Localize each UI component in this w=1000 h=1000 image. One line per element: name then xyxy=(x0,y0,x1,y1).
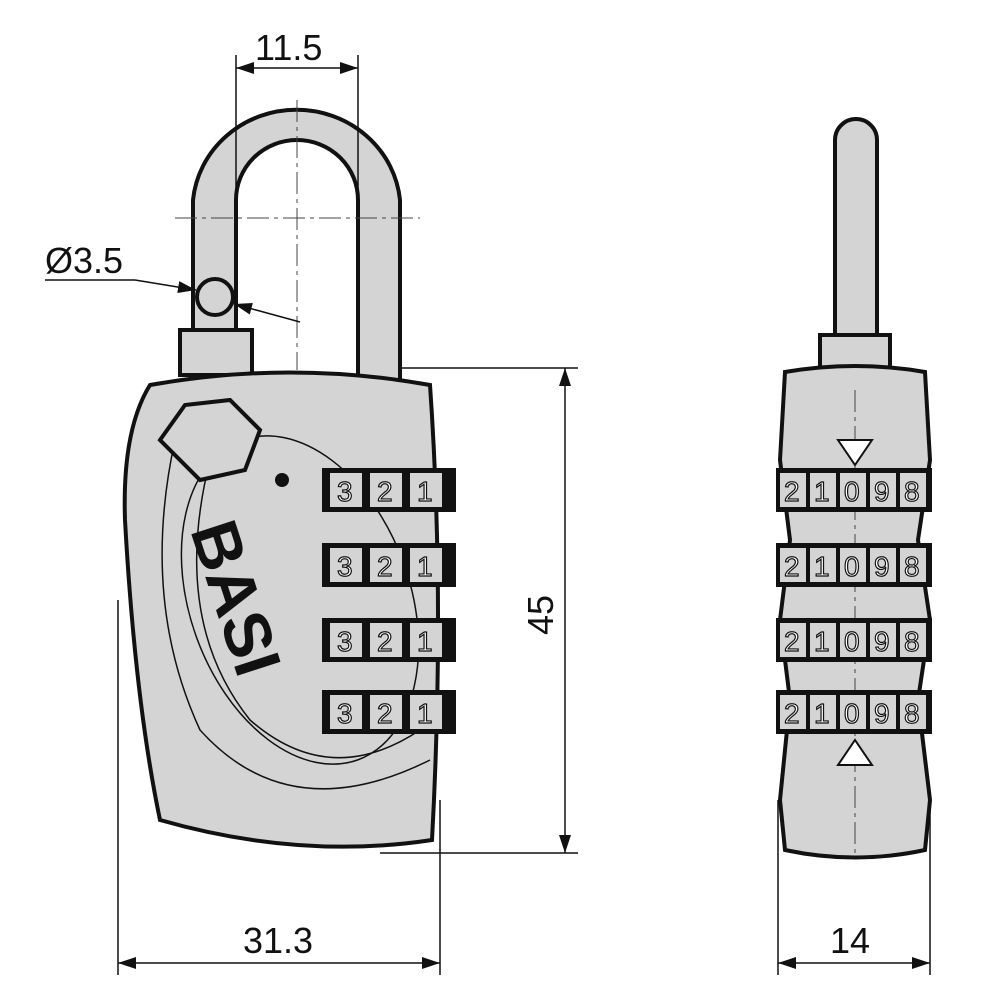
dial-digit: 9 xyxy=(874,698,890,729)
dial-window xyxy=(900,548,926,582)
dial-digit: 2 xyxy=(377,476,393,507)
dial-digit: 2 xyxy=(784,476,800,507)
shackle-collar xyxy=(178,328,254,377)
dial-digit: 3 xyxy=(337,476,353,507)
dial-window xyxy=(870,623,896,657)
dial-window xyxy=(840,548,866,582)
dial-digit: 1 xyxy=(814,626,830,657)
dial-digit: 8 xyxy=(904,698,920,729)
dial-window xyxy=(370,548,402,582)
dial-digit: 1 xyxy=(814,698,830,729)
dial-window xyxy=(900,623,926,657)
dial-window xyxy=(780,548,806,582)
dial-window xyxy=(410,473,442,507)
dim-width: 31.3 xyxy=(243,920,313,961)
dial-window xyxy=(900,695,926,729)
dial-window xyxy=(840,623,866,657)
shackle-end xyxy=(195,277,235,317)
dial-digit: 8 xyxy=(904,476,920,507)
dim-depth: 14 xyxy=(830,920,870,961)
dial-window xyxy=(780,623,806,657)
dial-digit: 0 xyxy=(844,551,860,582)
dial-window xyxy=(900,473,926,507)
dimensions: 11.5 Ø3.5 45 31.3 14 xyxy=(45,27,931,975)
dial-digit: 2 xyxy=(377,698,393,729)
dial-window xyxy=(330,623,362,657)
dial-window xyxy=(870,695,896,729)
dial-window xyxy=(410,623,442,657)
dial-digit: 1 xyxy=(417,476,433,507)
dial-window xyxy=(370,623,402,657)
shackle xyxy=(191,107,402,382)
dial-digit: 1 xyxy=(814,551,830,582)
dial-digit: 1 xyxy=(417,551,433,582)
dial-digit: 1 xyxy=(814,476,830,507)
dim-shackle-diameter: Ø3.5 xyxy=(45,240,123,281)
dial-digit: 0 xyxy=(844,698,860,729)
dial-window xyxy=(840,695,866,729)
dial-digit: 1 xyxy=(417,626,433,657)
dial-digit: 2 xyxy=(784,551,800,582)
dial-window xyxy=(810,473,836,507)
dial-window xyxy=(810,623,836,657)
dial-window xyxy=(840,473,866,507)
dial-window xyxy=(330,695,362,729)
dim-height: 45 xyxy=(520,595,561,635)
dial-window xyxy=(870,548,896,582)
dial-digit: 2 xyxy=(784,626,800,657)
dial-digit: 9 xyxy=(874,626,890,657)
dial-digit: 3 xyxy=(337,551,353,582)
dial-window xyxy=(780,695,806,729)
dial-digit: 8 xyxy=(904,626,920,657)
dial-window xyxy=(410,695,442,729)
dial-digit: 8 xyxy=(904,551,920,582)
dial-digit: 2 xyxy=(377,551,393,582)
dial-digit: 9 xyxy=(874,551,890,582)
dial-window xyxy=(370,695,402,729)
dial-digit: 9 xyxy=(874,476,890,507)
dial-digit: 2 xyxy=(377,626,393,657)
dial-window xyxy=(330,473,362,507)
dial-window xyxy=(870,473,896,507)
dial-window xyxy=(370,473,402,507)
dial-digit: 0 xyxy=(844,476,860,507)
dial-window xyxy=(810,548,836,582)
dim-shackle-spacing: 11.5 xyxy=(255,27,322,68)
dial-digit: 3 xyxy=(337,626,353,657)
dial-window xyxy=(330,548,362,582)
hexagon-logo-icon xyxy=(157,397,263,483)
dial-window xyxy=(410,548,442,582)
dial-digit: 3 xyxy=(337,698,353,729)
side-shackle xyxy=(833,117,879,382)
dial-digit: 1 xyxy=(417,698,433,729)
dial-digit: 0 xyxy=(844,626,860,657)
dial-window xyxy=(780,473,806,507)
dial-window xyxy=(810,695,836,729)
dial-digit: 2 xyxy=(784,698,800,729)
